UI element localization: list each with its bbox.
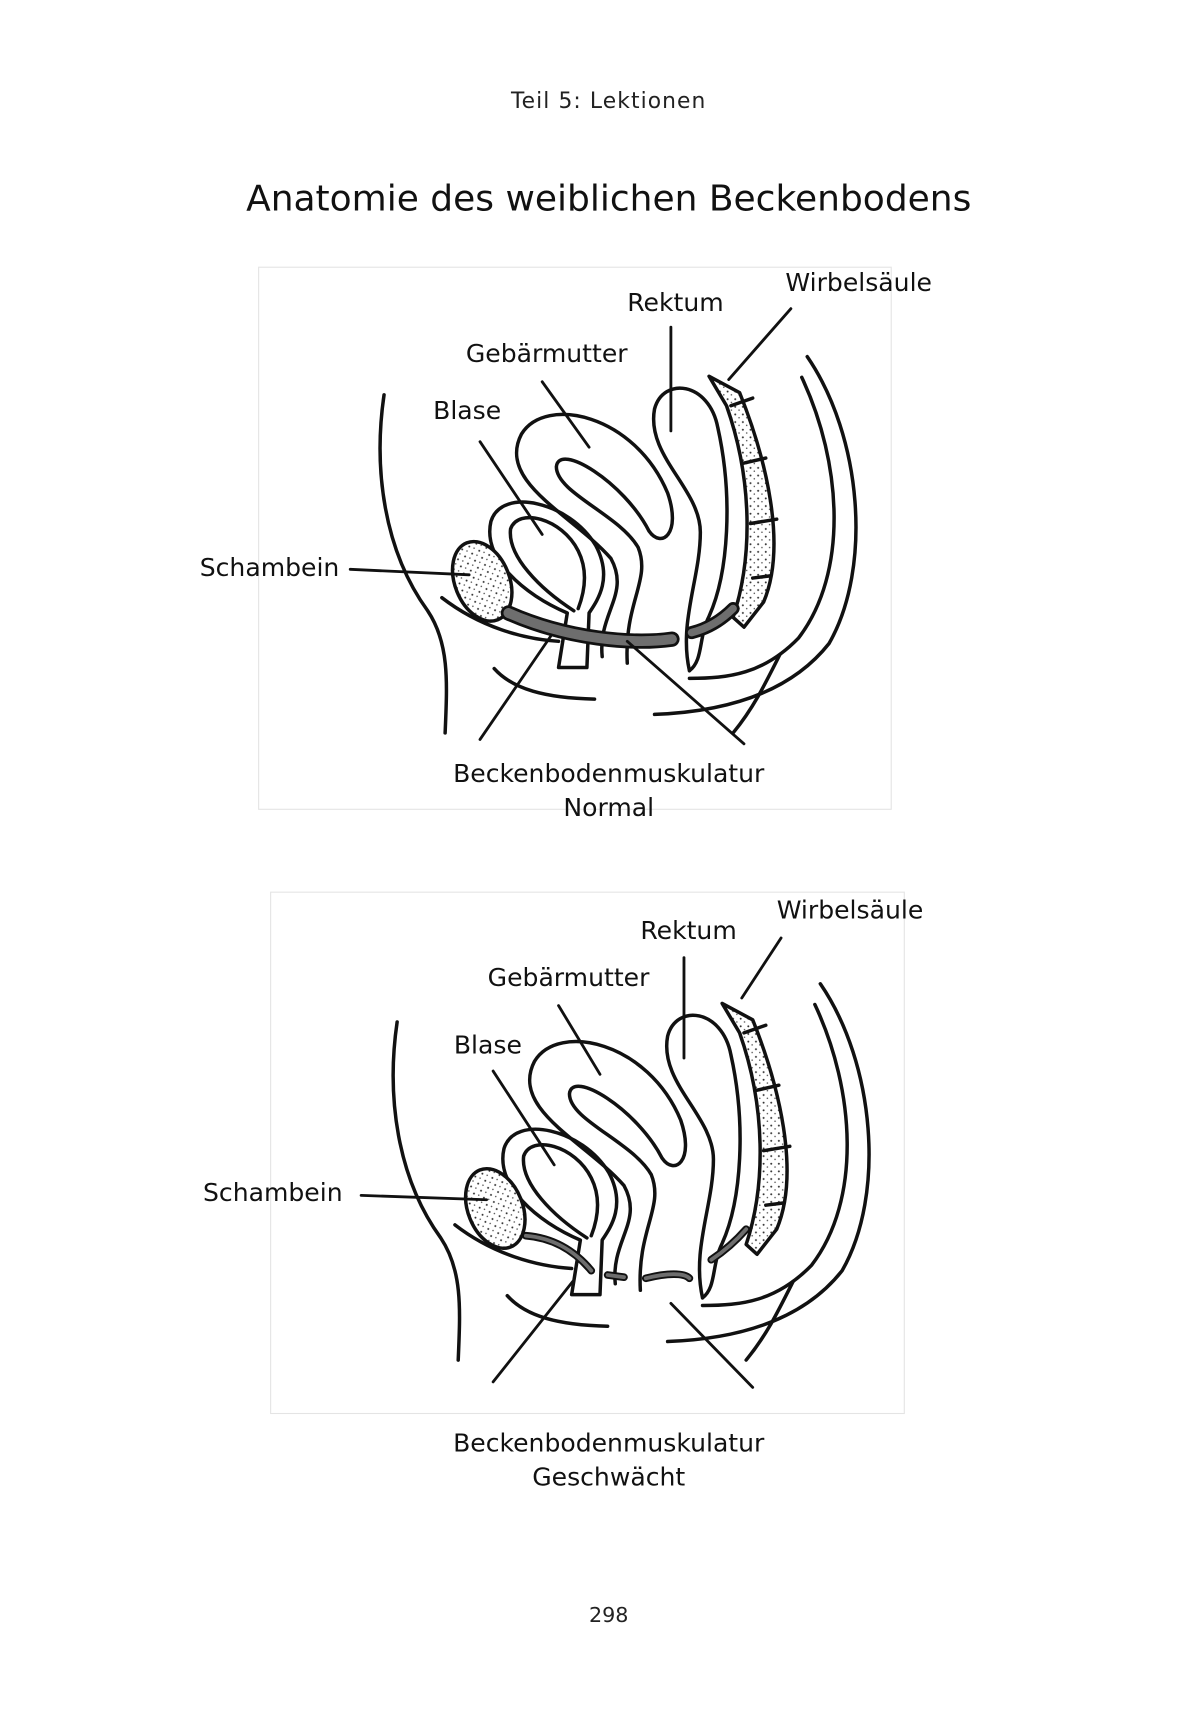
caption-normal: Normal [563,793,654,822]
label-pubic-bone: Schambein [200,553,340,582]
page-title: Anatomie des weiblichen Beckenbodens [246,179,971,220]
label-bladder: Blase [454,1031,522,1060]
section-header: Teil 5: Lektionen [510,89,707,114]
caption-weakened: Geschwächt [532,1463,685,1492]
label-bladder: Blase [433,396,501,425]
label-spine: Wirbelsäule [777,895,924,924]
label-pelvic-floor: Beckenbodenmuskulatur [453,1429,765,1458]
label-rectum: Rektum [640,916,736,945]
label-pubic-bone: Schambein [203,1178,343,1207]
label-spine: Wirbelsäule [785,268,932,297]
pelvic-floor-muscle-normal [500,602,740,649]
diagram-weakened: Wirbelsäule Rektum Gebärmutter Blase Sch… [203,891,924,1492]
label-rectum: Rektum [627,288,723,317]
pelvic-floor-muscle-weakened [522,1225,750,1283]
page-number: 298 [589,1603,629,1627]
label-pelvic-floor: Beckenbodenmuskulatur [453,759,765,788]
label-uterus: Gebärmutter [488,963,650,992]
diagram-normal: Wirbelsäule Rektum Gebärmutter Blase Sch… [200,266,932,822]
label-uterus: Gebärmutter [466,339,628,368]
